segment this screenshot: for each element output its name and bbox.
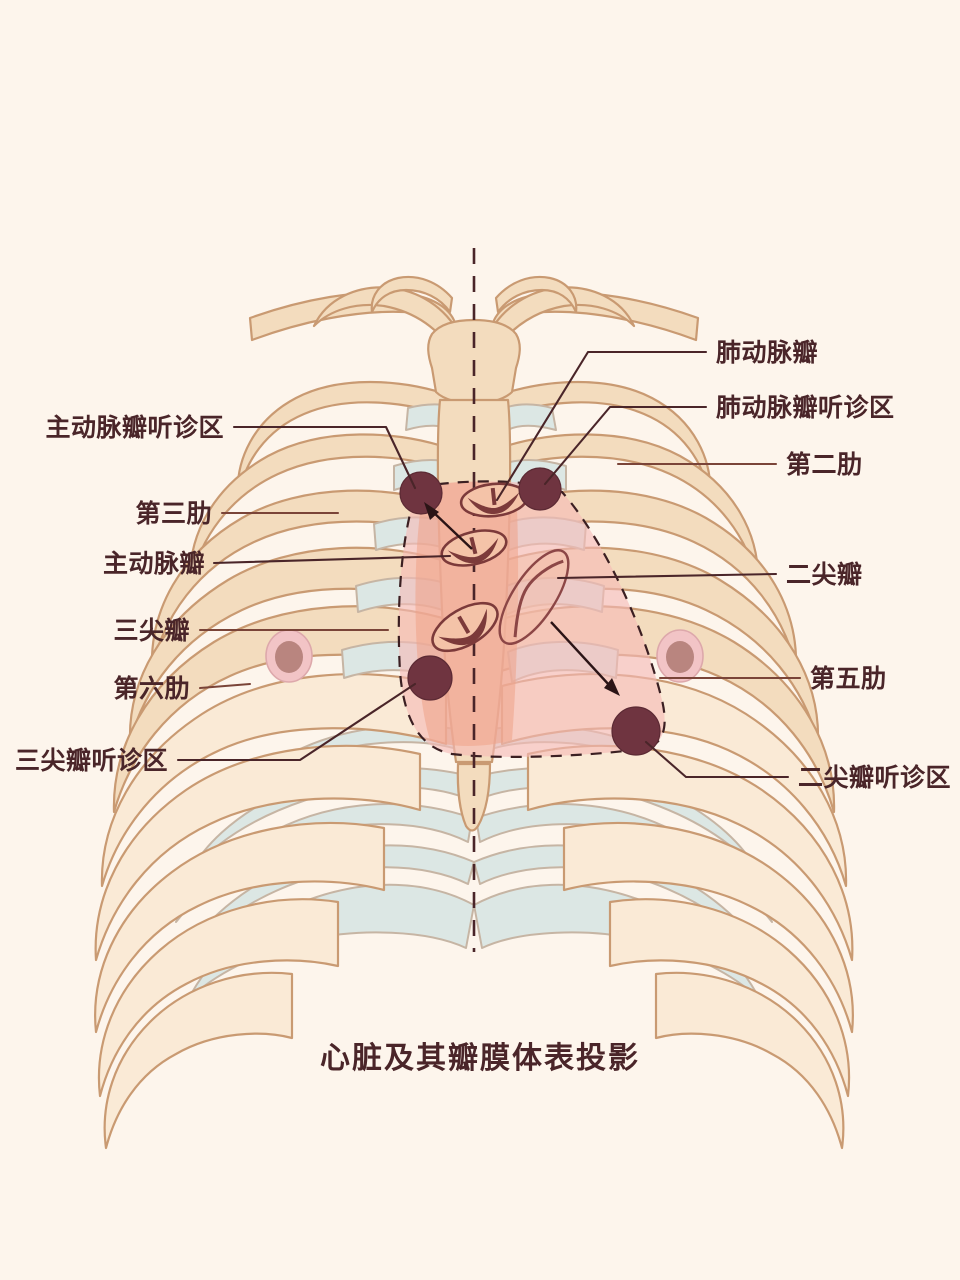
leader-mitral-auscultation bbox=[644, 740, 790, 779]
leader-aortic-auscultation bbox=[232, 425, 417, 490]
pulmonary-auscultation-point bbox=[518, 467, 562, 511]
label-sixth-rib: 第六肋 bbox=[113, 674, 190, 703]
label-third-rib: 第三肋 bbox=[135, 499, 212, 528]
tricuspid-to-aortic-arrow bbox=[424, 502, 473, 550]
heart-projection-outline bbox=[397, 480, 666, 758]
label-mitral-valve: 二尖瓣 bbox=[786, 561, 863, 589]
label-group-right: 肺动脉瓣 肺动脉瓣听诊区 第二肋 二尖瓣 第五肋 二尖瓣听诊区 bbox=[716, 338, 951, 792]
aortic-auscultation-point bbox=[399, 471, 443, 515]
valve-projections bbox=[431, 482, 570, 653]
label-pulmonary-valve: 肺动脉瓣 bbox=[716, 338, 818, 367]
nipple-left bbox=[656, 629, 704, 683]
label-tricuspid-valve: 三尖瓣 bbox=[113, 617, 190, 645]
label-group-left: 主动脉瓣听诊区 第三肋 主动脉瓣 三尖瓣 第六肋 三尖瓣听诊区 bbox=[15, 413, 224, 775]
leader-sixth-rib bbox=[198, 682, 252, 690]
first-ribs bbox=[312, 275, 636, 358]
projection-arrows bbox=[424, 502, 620, 696]
label-fifth-rib: 第五肋 bbox=[810, 664, 887, 693]
tricuspid-auscultation-point bbox=[407, 655, 453, 701]
leader-tricuspid-auscultation bbox=[176, 682, 417, 762]
leader-aortic-valve bbox=[212, 554, 452, 565]
leader-mitral-valve bbox=[556, 572, 778, 580]
label-tricuspid-auscultation-area: 三尖瓣听诊区 bbox=[15, 746, 168, 775]
label-aortic-auscultation-area: 主动脉瓣听诊区 bbox=[45, 413, 224, 442]
label-pulmonary-auscultation-area: 肺动脉瓣听诊区 bbox=[716, 393, 895, 422]
aortic-valve-ellipse bbox=[440, 529, 508, 567]
nipple-right bbox=[265, 629, 313, 683]
diagram-title: 心脏及其瓣膜体表投影 bbox=[320, 1042, 640, 1075]
label-second-rib: 第二肋 bbox=[786, 450, 863, 479]
tricuspid-valve-ellipse bbox=[431, 601, 499, 653]
label-mitral-auscultation-area: 二尖瓣听诊区 bbox=[798, 763, 951, 792]
auscultation-points bbox=[399, 467, 661, 756]
leader-lines bbox=[176, 350, 802, 779]
leader-pulmonary-valve bbox=[495, 350, 708, 502]
mitral-valve-ellipse bbox=[498, 549, 570, 645]
ribs-right bbox=[94, 380, 464, 1150]
leader-pulmonary-auscultation bbox=[543, 405, 708, 486]
label-aortic-valve: 主动脉瓣 bbox=[103, 549, 205, 578]
mitral-to-apex-arrow bbox=[550, 621, 620, 696]
